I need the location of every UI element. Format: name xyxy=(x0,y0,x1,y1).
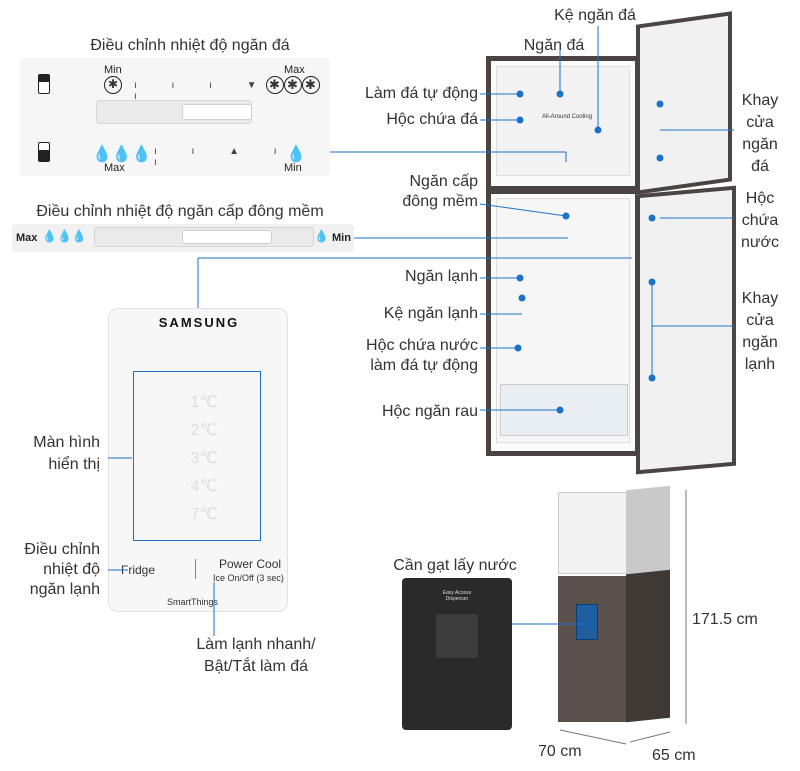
lever-label: Cần gạt lấy nước xyxy=(393,557,517,574)
freezer-bottom-min-label: Min xyxy=(284,162,302,174)
snowflake-icon: ✱ xyxy=(104,76,122,94)
freezer-min-label: Min xyxy=(104,64,122,76)
fridge-exterior-top xyxy=(558,492,630,574)
freezer-section xyxy=(496,66,630,176)
display-frame xyxy=(133,371,261,541)
width-dim: 70 cm xyxy=(538,743,582,760)
drop-icon: 💧 xyxy=(314,229,329,243)
drop-triple-icon: 💧💧💧 xyxy=(42,229,87,243)
vegetable-drawer xyxy=(500,384,628,436)
ngan-lanh: Ngăn lạnh xyxy=(405,268,478,285)
freezer-adjust-title: Điều chỉnh nhiệt độ ngăn đá xyxy=(90,37,290,54)
snowflake-triple-icon: ✱✱✱ xyxy=(266,76,320,94)
hoc-chua-nuoc: Hộc chứa nước xyxy=(740,190,780,251)
divider-bar xyxy=(490,186,638,194)
freezer-max-label: Max xyxy=(284,64,305,76)
fridge-exterior-bottom xyxy=(558,576,630,722)
adjust-fridge-label: Điều chỉnh nhiệt độ ngăn lạnh xyxy=(24,541,100,598)
depth-dim: 65 cm xyxy=(652,747,696,764)
fridge-exterior-side-bottom xyxy=(626,569,670,723)
fridge-bottom-icon xyxy=(38,142,50,162)
dispenser-lever xyxy=(436,614,478,658)
power-cool-button[interactable]: Power Cool xyxy=(219,557,282,571)
divider xyxy=(195,559,196,579)
hoc-ngan-rau: Hộc ngăn rau xyxy=(381,403,478,420)
smartthings-label: SmartThings xyxy=(167,597,219,607)
drop-icon: 💧 xyxy=(286,146,306,163)
ke-ngan-da: Kệ ngăn đá xyxy=(554,7,636,24)
hoc-chua-nuoc-lam-da: Hộc chứa nước làm đá tự động xyxy=(366,337,478,374)
samsung-logo: SAMSUNG xyxy=(158,315,240,330)
soft-freeze-title: Điều chỉnh nhiệt độ ngăn cấp đông mềm xyxy=(36,203,324,220)
khay-cua-ngan-lanh: Khay cửa ngăn lạnh xyxy=(741,290,779,373)
freezer-bottom-max-label: Max xyxy=(104,162,125,174)
soft-freeze-panel: Max 💧💧💧 💧 Min xyxy=(12,224,354,252)
all-around-text: All-Around Cooling xyxy=(542,114,593,120)
quick-cool-label: Làm lạnh nhanh/ Bật/Tắt làm đá xyxy=(196,636,316,675)
hoc-chua-da: Hộc chứa đá xyxy=(386,111,478,128)
khay-cua-ngan-da: Khay cửa ngăn đá xyxy=(741,92,779,175)
soft-freeze-min: Min xyxy=(332,232,351,244)
freezer-adjust-panel: Min Max ✱ ✱✱✱ ı ı ı ▼ ı ı 💧💧💧 ı ı ▲ ı ı … xyxy=(20,58,330,176)
ke-ngan-lanh: Kệ ngăn lạnh xyxy=(383,305,478,322)
soft-freeze-max: Max xyxy=(16,232,38,244)
tick-marks-bottom: ı ı ▲ ı ı xyxy=(154,146,293,168)
dispenser-text: Easy Access Dispenser xyxy=(442,590,472,602)
ngan-da: Ngăn đá xyxy=(523,37,585,54)
ngan-cap-dong-mem: Ngăn cấp đông mềm xyxy=(402,173,478,210)
freezer-door xyxy=(636,11,732,195)
fridge-top-icon xyxy=(38,74,50,94)
drop-triple-icon: 💧💧💧 xyxy=(92,146,152,163)
lam-da-tu-dong: Làm đá tự động xyxy=(364,85,478,102)
dispenser-image: Easy Access Dispenser xyxy=(402,578,512,730)
fridge-exterior-side-top xyxy=(626,485,670,575)
ice-onoff-label: Ice On/Off (3 sec) xyxy=(213,573,284,583)
soft-freeze-thumb[interactable] xyxy=(182,230,272,244)
freezer-slider-thumb[interactable] xyxy=(182,104,252,120)
fridge-door xyxy=(636,185,736,475)
height-dim: 171.5 cm xyxy=(692,611,758,628)
display-label: Màn hình hiển thị xyxy=(33,434,100,473)
fridge-button[interactable]: Fridge xyxy=(121,563,156,577)
exterior-dispenser xyxy=(576,604,598,640)
tick-marks-top: ı ı ı ▼ ı ı xyxy=(134,80,311,102)
